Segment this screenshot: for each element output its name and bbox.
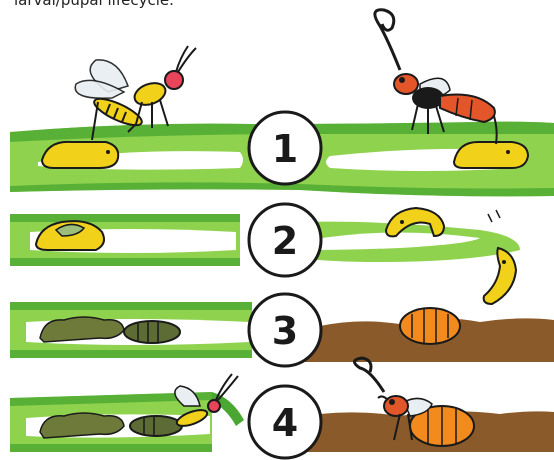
- step-number: 1: [272, 127, 298, 171]
- step-number: 2: [272, 219, 298, 263]
- pupa-icon: [124, 321, 180, 343]
- larva-icon: [484, 210, 516, 304]
- step-marker-1: 1: [249, 112, 321, 184]
- leaf-band: [10, 302, 252, 310]
- pupa-icon: [130, 416, 182, 436]
- larva-icon: [454, 142, 528, 168]
- leaf-band: [10, 258, 240, 266]
- frass-icon: [40, 413, 124, 438]
- frass-icon: [40, 317, 124, 342]
- cocoon-icon: [400, 308, 460, 344]
- step-marker-3: 3: [249, 294, 321, 366]
- leaf-band: [10, 214, 240, 222]
- step-marker-2: 2: [249, 204, 321, 276]
- leaf-band: [10, 350, 252, 358]
- step-number: 4: [272, 401, 298, 445]
- step-marker-4: 4: [249, 386, 321, 458]
- step-number: 3: [272, 309, 298, 353]
- leaf-band: [10, 444, 212, 452]
- larva-icon: [42, 142, 118, 168]
